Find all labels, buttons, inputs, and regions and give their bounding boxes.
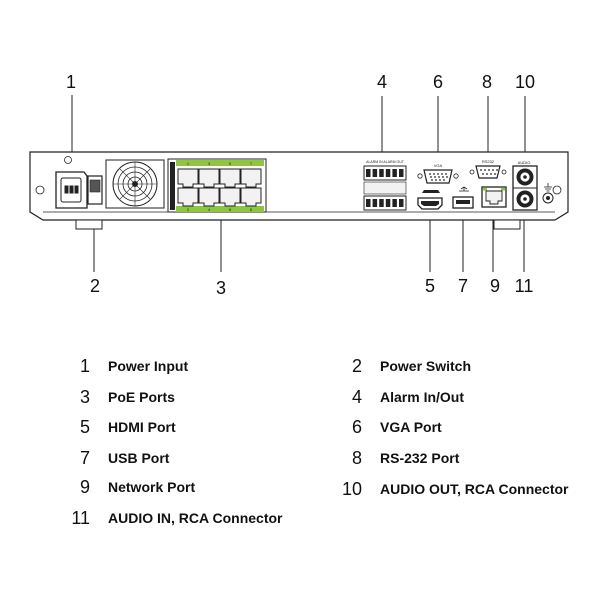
legend-number: 7 [79,447,90,468]
hdmi-port [417,190,443,210]
legend-label: Alarm In/Out [380,389,465,405]
poe-port-1 [177,168,199,188]
alarm-terminal-pin [392,169,397,177]
legend-number: 3 [79,386,90,407]
legend-item-poe-ports: 3 PoE Ports [62,385,175,409]
legend-label: AUDIO IN, RCA Connector [108,510,283,526]
legend-label: Power Input [108,358,189,374]
poe-port-8 [240,187,262,207]
legend-number: 9 [79,476,90,497]
alarm-panel-label: ALARM IN ALARM OUT [366,160,405,164]
poe-port-6 [219,187,241,207]
legend-number: 2 [351,355,362,376]
vga-panel-label: VGA [434,163,443,168]
rs232-port: RS232 [469,159,507,179]
legend-item-alarm-in-out: 4 Alarm In/Out [334,385,464,409]
poe-port-number: 2 [187,207,190,212]
legend-item-rs232-port: 8 RS-232 Port [334,446,459,470]
alarm-terminal-pin [392,199,397,207]
alarm-terminal-pin [385,199,391,207]
network-port [481,186,507,208]
callout-9: 9 [490,276,500,296]
callout-6: 6 [433,72,443,92]
alarm-terminal-pin [399,199,404,207]
alarm-terminal-pin [385,169,391,177]
legend-item-network-port: 9 Network Port [62,475,195,499]
poe-port-number: 7 [250,161,253,166]
power-switch [87,175,103,205]
nvr-rear-panel-diagram: 1 2 3 4 5 6 7 8 9 10 11 [29,72,569,298]
poe-port-number: 3 [208,161,211,166]
legend-label: RS-232 Port [380,450,460,466]
poe-port-7 [240,168,262,188]
callout-3: 3 [216,278,226,298]
port-legend: 1 Power Input 2 Power Switch 3 PoE Ports… [0,352,600,542]
callout-10: 10 [515,72,535,92]
alarm-terminal-pin [366,199,371,207]
callout-1: 1 [66,72,76,92]
ground-terminal [542,183,554,204]
alarm-terminal-pin [379,199,384,207]
poe-port-number: 1 [187,161,190,166]
legend-item-vga-port: 6 VGA Port [334,415,442,439]
chassis-screws [35,156,562,195]
callout-11: 11 [515,276,534,296]
alarm-terminal-pin [366,169,371,177]
alarm-terminal-pin [372,169,378,177]
callout-4: 4 [377,72,387,92]
alarm-terminal-pin [399,169,404,177]
poe-port-4 [198,187,220,207]
usb-port [452,186,474,209]
legend-item-power-input: 1 Power Input [62,354,188,378]
legend-number: 10 [341,478,362,499]
legend-item-audio-out: 10 AUDIO OUT, RCA Connector [334,477,569,501]
poe-port-number: 8 [250,207,253,212]
legend-item-usb-port: 7 USB Port [62,446,169,470]
cooling-fan-grille [105,159,165,209]
legend-number: 11 [71,507,90,528]
rs232-panel-label: RS232 [482,159,495,164]
legend-label: Power Switch [380,358,472,374]
legend-number: 6 [351,416,362,437]
poe-port-number: 5 [229,161,232,166]
legend-label: PoE Ports [108,389,175,405]
legend-label: VGA Port [380,419,442,435]
poe-port-3 [198,168,220,188]
poe-port-2 [177,187,199,207]
legend-label: USB Port [108,450,170,466]
vga-port: VGA [417,163,459,184]
poe-port-number: 6 [229,207,232,212]
power-input-socket [55,171,88,209]
callout-5: 5 [425,276,435,296]
audio-rca-block: AUDIO [512,160,538,211]
audio-panel-label: AUDIO [518,160,531,165]
legend-label: AUDIO OUT, RCA Connector [380,481,569,497]
callout-2: 2 [90,276,100,296]
poe-ports: 1 2 3 4 5 6 7 8 [177,161,262,212]
poe-port-number: 4 [208,207,211,212]
poe-port-5 [219,168,241,188]
callout-8: 8 [482,72,492,92]
legend-item-audio-in: 11 AUDIO IN, RCA Connector [62,506,282,530]
legend-number: 8 [351,447,362,468]
legend-number: 1 [79,355,90,376]
alarm-terminal-pin [379,169,384,177]
legend-item-power-switch: 2 Power Switch [334,354,471,378]
legend-number: 4 [351,386,362,407]
legend-number: 5 [79,416,90,437]
alarm-terminal-pin [372,199,378,207]
legend-item-hdmi-port: 5 HDMI Port [62,415,176,439]
alarm-pins [366,169,404,207]
callout-7: 7 [458,276,468,296]
legend-label: Network Port [108,479,196,495]
legend-label: HDMI Port [108,419,176,435]
